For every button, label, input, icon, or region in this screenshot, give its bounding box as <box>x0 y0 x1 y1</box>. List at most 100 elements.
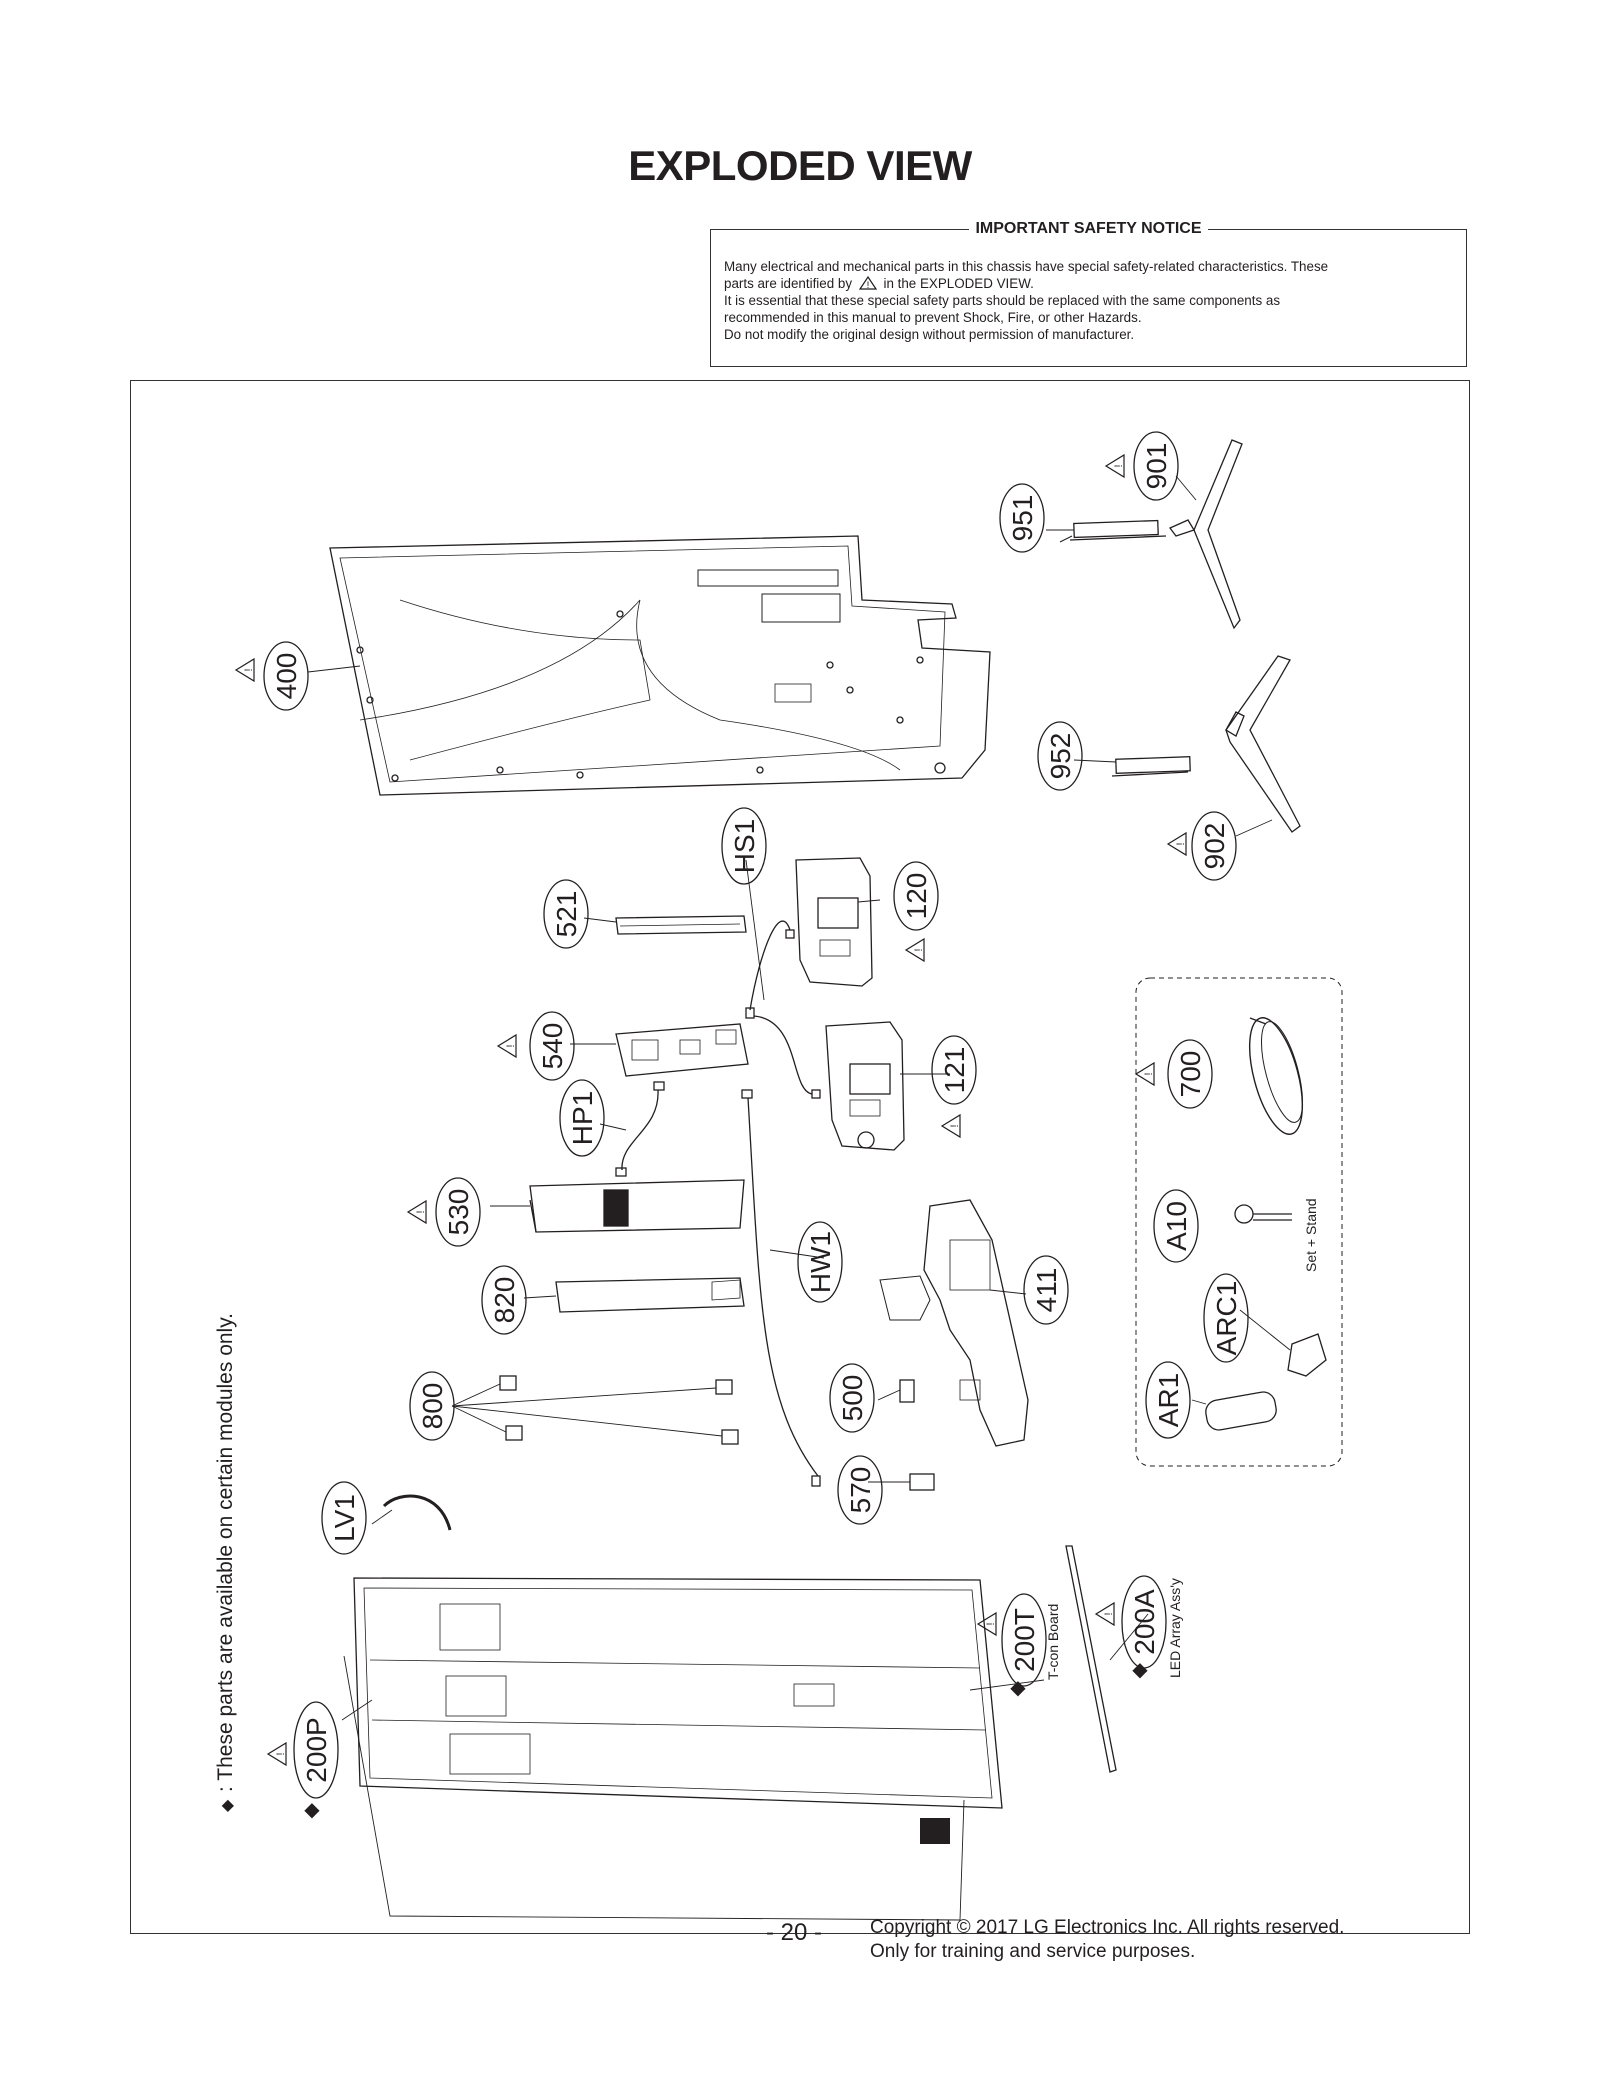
part-label-570: 570 <box>837 1455 883 1525</box>
svg-text:200T: 200T <box>1009 1608 1040 1672</box>
part-label-HW1: HW1 <box>797 1221 843 1303</box>
svg-text:ARC1: ARC1 <box>1211 1281 1242 1356</box>
svg-text:!: ! <box>505 1044 517 1047</box>
part-570-drawing <box>909 1473 935 1491</box>
warning-triangle-icon: ! <box>1094 1601 1115 1627</box>
remote-drawing <box>1205 1333 1327 1431</box>
main-board-drawing <box>615 1007 755 1099</box>
side-note: ◆ : These parts are available on certain… <box>214 1313 237 1812</box>
notice-line-3: It is essential that these special safet… <box>724 293 1281 308</box>
part-label-500: 500 <box>829 1363 875 1433</box>
copyright-line-2: Only for training and service purposes. <box>870 1941 1196 1962</box>
svg-text:902: 902 <box>1199 823 1230 870</box>
cable-hw1 <box>747 1097 819 1477</box>
svg-text:951: 951 <box>1007 495 1038 542</box>
svg-text:200A: 200A <box>1129 1589 1160 1655</box>
warning-triangle-icon: ! <box>406 1199 427 1225</box>
svg-text:120: 120 <box>901 873 932 920</box>
notice-line-2b: in the EXPLODED VIEW. <box>883 276 1034 291</box>
svg-text:411: 411 <box>1031 1268 1062 1313</box>
stand-upper-drawing <box>1059 439 1243 630</box>
part-label-HS1: HS1 <box>721 807 767 885</box>
svg-text:540: 540 <box>537 1023 568 1070</box>
shield-sheet-drawing <box>555 1277 745 1313</box>
part-label-952: 952 <box>1037 721 1083 791</box>
svg-text:!: ! <box>1143 1072 1155 1075</box>
caption-led-array: LED Array Ass'y <box>1167 1578 1183 1678</box>
part-label-400: 400 <box>263 641 309 711</box>
diamond-icon: ◆ <box>1010 1677 1026 1699</box>
page-number: - 20 - <box>766 1919 823 1946</box>
copyright-line-1: Copyright © 2017 LG Electronics Inc. All… <box>870 1917 1345 1938</box>
safety-notice-heading: IMPORTANT SAFETY NOTICE <box>969 220 1208 237</box>
diamond-icon: ◆ <box>219 1799 236 1812</box>
part-label-820: 820 <box>481 1265 527 1335</box>
part-label-ARC1: ARC1 <box>1203 1273 1249 1363</box>
warning-triangle-icon: ! <box>904 937 925 963</box>
notice-line-4: recommended in this manual to prevent Sh… <box>724 310 1142 325</box>
part-label-AR1: AR1 <box>1145 1361 1191 1439</box>
cable-121 <box>753 1015 813 1095</box>
part-label-120: 120 <box>893 861 939 931</box>
display-panel-drawing <box>343 1577 1003 1921</box>
svg-text:820: 820 <box>489 1277 520 1324</box>
svg-text:530: 530 <box>443 1189 474 1236</box>
svg-text:!: ! <box>1113 464 1125 467</box>
cable-hp1 <box>621 1089 659 1171</box>
warning-markers: ! ! ! ! ! ! ! ! ! ! ! <box>234 453 1187 1767</box>
svg-text:121: 121 <box>939 1047 970 1094</box>
part-label-540: 540 <box>529 1011 575 1081</box>
part-label-A10: A10 <box>1153 1189 1199 1263</box>
svg-text:!: ! <box>243 668 255 671</box>
svg-text:HP1: HP1 <box>567 1091 598 1145</box>
svg-text:LV1: LV1 <box>329 1494 360 1542</box>
speaker-bar-drawing <box>615 915 747 935</box>
part-label-200A: 200A <box>1121 1575 1167 1669</box>
part-label-121: 121 <box>931 1035 977 1105</box>
svg-text:!: ! <box>1103 1612 1115 1615</box>
power-board-120-drawing <box>785 857 873 987</box>
notice-line-5: Do not modify the original design withou… <box>724 327 1135 342</box>
part-label-LV1: LV1 <box>321 1481 367 1555</box>
warning-triangle-icon: ! <box>1166 831 1187 857</box>
svg-text:!: ! <box>985 1622 997 1625</box>
warning-triangle-icon: ! <box>976 1611 997 1637</box>
cable-hs1 <box>749 920 791 1011</box>
caption-tcon-board: T-con Board <box>1045 1604 1061 1680</box>
svg-text:200P: 200P <box>301 1717 332 1782</box>
part-label-700: 700 <box>1167 1039 1213 1109</box>
svg-text:HW1: HW1 <box>805 1231 836 1293</box>
copyright-notice: Copyright © 2017 LG Electronics Inc. All… <box>870 1916 1344 1964</box>
part-label-951: 951 <box>999 483 1045 553</box>
svg-text:570: 570 <box>845 1467 876 1514</box>
led-array-drawing <box>1065 1545 1117 1773</box>
caption-set-stand: Set + Stand <box>1303 1198 1319 1272</box>
diagram-frame <box>130 380 1470 1934</box>
svg-text:!: ! <box>275 1752 287 1755</box>
svg-text:AR1: AR1 <box>1153 1373 1184 1427</box>
board-530-drawing <box>529 1179 745 1233</box>
stand-lower-drawing <box>1111 655 1301 833</box>
part-label-200P: 200P <box>293 1701 339 1799</box>
lv1-cable-drawing <box>382 1494 452 1531</box>
notice-line-1: Many electrical and mechanical parts in … <box>724 259 1329 274</box>
warning-triangle-icon: ! <box>234 657 255 683</box>
page-title: EXPLODED VIEW <box>628 142 972 189</box>
part-label-530: 530 <box>435 1177 481 1247</box>
svg-text:HS1: HS1 <box>729 819 760 873</box>
svg-text:800: 800 <box>417 1383 448 1430</box>
svg-text:!: ! <box>913 948 925 951</box>
svg-text:!: ! <box>1175 842 1187 845</box>
warning-triangle-icon: ! <box>858 275 877 290</box>
svg-text:!: ! <box>415 1210 427 1213</box>
power-board-121-drawing <box>811 1021 905 1151</box>
notice-line-2a: parts are identified by <box>724 276 853 291</box>
part-500-drawing <box>899 1379 915 1403</box>
svg-text:700: 700 <box>1175 1051 1206 1098</box>
svg-text:400: 400 <box>271 653 302 700</box>
leader-lines <box>307 475 1291 1721</box>
part-label-901: 901 <box>1133 431 1179 501</box>
warning-triangle-icon: ! <box>266 1741 287 1767</box>
svg-text:!: ! <box>867 280 870 290</box>
